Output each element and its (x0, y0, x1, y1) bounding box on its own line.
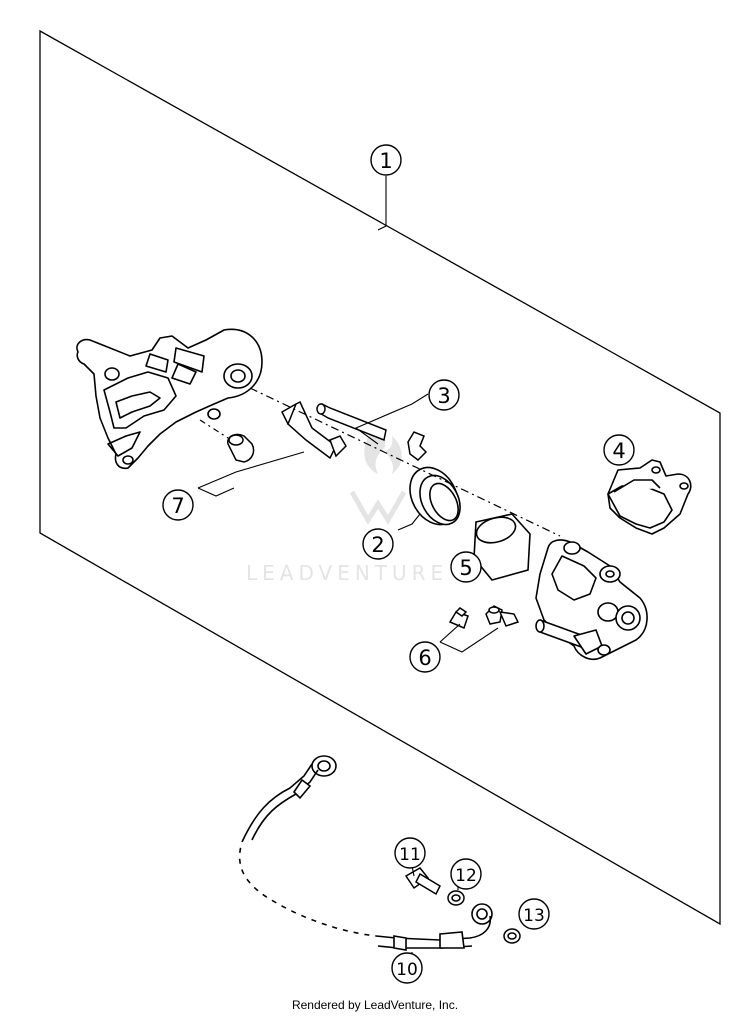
callout-6: 6 (409, 641, 441, 673)
pad-clip (407, 431, 428, 461)
alignment-line (199, 419, 229, 439)
hose-dashed (238, 841, 377, 938)
rubber-boot (227, 433, 255, 463)
svg-text:2: 2 (371, 533, 384, 557)
piston-seal (409, 466, 461, 526)
assembly-outline (39, 29, 721, 926)
callout-3: 3 (428, 379, 460, 411)
callout-2: 2 (362, 528, 394, 560)
svg-text:13: 13 (523, 906, 545, 926)
callout-1: 1 (370, 144, 402, 176)
callout-5: 5 (450, 551, 482, 583)
brake-hose (238, 755, 493, 951)
callout-7: 7 (162, 489, 194, 521)
washer (447, 890, 465, 906)
alignment-line (249, 387, 561, 537)
watermark-text: LEADVENTURE (246, 561, 448, 585)
bleed-screw (448, 607, 469, 630)
svg-text:12: 12 (455, 866, 477, 886)
pad-pin (316, 402, 387, 442)
svg-text:3: 3 (437, 384, 450, 408)
svg-text:4: 4 (612, 439, 625, 463)
svg-text:5: 5 (459, 556, 472, 580)
piston (473, 513, 531, 581)
callout-12: 12 (450, 858, 482, 890)
callout-4: 4 (603, 434, 635, 466)
banjo-bolt (404, 867, 441, 896)
svg-text:6: 6 (418, 646, 431, 670)
footer-credit: Rendered by LeadVenture, Inc. (291, 998, 459, 1012)
caliper-body (535, 539, 648, 661)
svg-text:11: 11 (399, 845, 421, 865)
svg-text:7: 7 (171, 494, 184, 518)
brake-pads (607, 459, 692, 535)
callout-11: 11 (394, 837, 426, 869)
svg-text:10: 10 (396, 960, 418, 980)
caliper-bracket (76, 328, 263, 470)
washer (503, 928, 521, 944)
svg-text:1: 1 (379, 149, 392, 173)
bracket-pin (281, 400, 347, 460)
leader-lines (197, 176, 499, 968)
callout-10: 10 (391, 952, 423, 984)
callout-13: 13 (518, 898, 550, 930)
bleed-valve (485, 605, 520, 627)
